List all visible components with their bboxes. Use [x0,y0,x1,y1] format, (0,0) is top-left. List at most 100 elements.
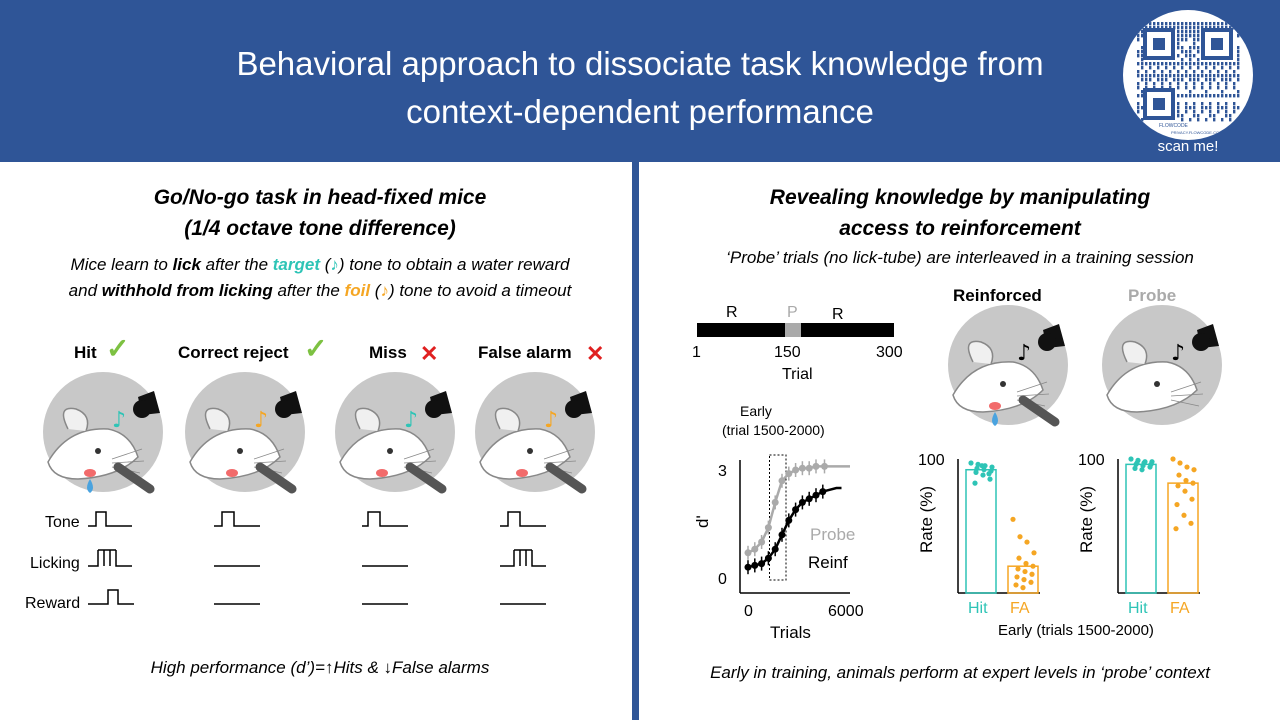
probe-label: Probe [1128,286,1177,305]
data-point [980,472,986,478]
data-point [1177,460,1183,466]
left-section-title: Go/No-go task in head-fixed mice (1/4 oc… [40,182,600,244]
right-title-line-2: access to reinforcement [839,217,1081,240]
mouse-ear [354,407,381,432]
data-point [805,495,813,503]
data-point [771,498,779,506]
speaker-cone [425,400,443,418]
check-icon: ✓ [304,333,328,364]
mouse-illustration: ♪ [335,372,455,494]
x-axis-label: Trials [770,623,811,642]
lick-trace-fa [500,549,546,567]
mouse-ear [967,340,994,365]
data-point [1029,571,1035,577]
data-point [744,563,752,571]
qr-code[interactable]: FLOWCODE PRIVACY.FLOWCODE.COM [1123,10,1253,140]
data-point [1021,577,1027,583]
speaker-cone [275,400,293,418]
timeline-tick-300: 300 [876,344,903,361]
cross-icon: ✕ [586,341,605,366]
speaker-cone [1038,333,1056,351]
timeline-r1: R [726,304,738,321]
note-icon: ♪ [544,408,558,433]
tongue [376,469,388,477]
desc2-f: ) tone to avoid a timeout [388,281,572,300]
note-icon: ♪ [112,408,126,433]
qr-note: PRIVACY.FLOWCODE.COM [1171,130,1222,135]
desc-line-2: and withhold from licking after the foil… [10,278,630,304]
category-label: FA [1170,600,1190,617]
data-point [1190,480,1196,486]
data-point [1010,516,1016,522]
tone-trace-fa [500,511,546,527]
data-point [975,461,981,467]
series-label: Reinf [808,553,848,572]
page-title: Behavioral approach to dissociate task k… [150,40,1130,136]
outcome-label-hit: Hit [74,343,97,362]
cross-icon: ✕ [420,341,439,366]
data-point [821,462,828,470]
data-point [979,463,985,469]
data-point [744,549,752,557]
data-point [1013,582,1019,588]
signal-traces [88,511,546,605]
data-point [1173,526,1179,532]
mouse-eye [387,448,393,454]
desc1-f: ) tone to obtain a water reward [338,255,570,274]
bar [1125,463,1157,594]
timeline-p: P [787,304,798,321]
x-tick-label: 0 [744,603,753,620]
tone-trace-cr [214,511,260,527]
data-point [1188,520,1194,526]
timeline-r2: R [832,306,844,323]
mouse-ear [494,407,521,432]
data-point [778,477,786,485]
mouse-illustration: ♪ [948,305,1068,427]
note-icon: ♪ [254,408,268,433]
data-point [1176,472,1182,478]
data-point [785,470,793,478]
row-label-licking: Licking [30,555,80,572]
data-point [1017,534,1023,540]
mouse-eye [1154,381,1160,387]
data-point [989,464,995,470]
early-label-2: (trial 1500-2000) [722,422,825,438]
orange-note-icon: ♪ [380,281,389,300]
mouse-ear [204,407,231,432]
timeline-tick-1: 1 [692,344,701,361]
left-footer: High performance (d’)=↑Hits & ↓False ala… [150,658,490,677]
right-subtitle: ‘Probe’ trials (no lick-tube) are interl… [726,248,1194,267]
data-point [1030,563,1036,569]
desc1-e: ( [320,255,331,274]
y-tick-label: 100 [918,452,945,469]
mouse-illustration: ♪ [1102,305,1222,425]
data-point [798,498,806,506]
data-point [1014,574,1020,580]
data-point [764,524,772,532]
data-point [1015,566,1021,572]
tone-trace-miss [362,511,408,527]
data-point [1128,456,1134,462]
left-title-line-1: Go/No-go task in head-fixed mice [153,186,487,209]
category-label: FA [1010,600,1030,617]
category-label: Hit [1128,600,1148,617]
reward-trace-hit [88,589,134,605]
category-label: Hit [968,600,988,617]
desc2-e: ( [370,281,381,300]
desc1-c: after the [200,255,273,274]
mouse-eye [95,448,101,454]
mouse-eye [527,448,533,454]
tongue [516,469,528,477]
data-point [751,561,759,569]
mouse-eye [1000,381,1006,387]
data-point [1016,555,1022,561]
target-word: target [272,255,320,274]
data-point [751,545,759,553]
bar [1167,482,1199,594]
outcome-label-correct-reject: Correct reject [178,343,289,362]
right-title-line-1: Revealing knowledge by manipulating [769,186,1151,209]
check-icon: ✓ [106,333,130,364]
outcome-label-miss: Miss [369,343,407,362]
water-drop-icon [992,412,998,426]
